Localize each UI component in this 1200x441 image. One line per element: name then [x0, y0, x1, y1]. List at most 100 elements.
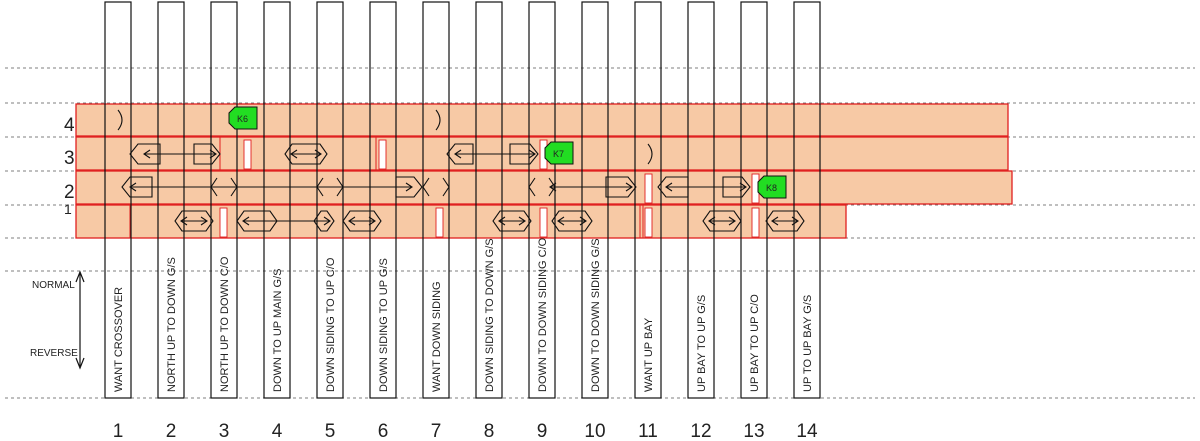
tag-k6-label: K6 [237, 114, 248, 124]
lever-label-4: DOWN TO UP MAIN G/S [272, 269, 284, 392]
band-break-2 [378, 139, 387, 170]
band-break-6 [219, 207, 228, 238]
lever-column-8 [475, 1, 503, 399]
arrow-r2-main-head-l [129, 182, 137, 192]
lever-number-4: 4 [272, 421, 283, 441]
lever-column-6 [369, 1, 397, 399]
arrow-r1-4-head-l [242, 216, 250, 226]
arrow-r2-main-head-r [405, 182, 413, 192]
lock-pieces [121, 143, 805, 232]
lever-label-2: NORTH UP TO DOWN G/S [166, 257, 178, 392]
notch-1 [117, 109, 123, 131]
arrow-r1-6-head-l [348, 216, 356, 226]
lock-r3-8b [509, 143, 539, 165]
band-break-4 [644, 173, 653, 204]
lock-r2-1a [121, 176, 153, 198]
arrow-r1-4-head-r [323, 216, 331, 226]
lever-column-9 [528, 1, 556, 399]
arrow-r1-8-head-r [518, 216, 526, 226]
lever-number-3: 3 [219, 421, 230, 441]
lock-r1-6 [342, 210, 382, 232]
lever-number-5: 5 [325, 421, 336, 441]
lever-label-9: DOWN TO DOWN SIDING C/O [537, 237, 549, 392]
arrow-r1-10-head-l [557, 216, 565, 226]
lever-number-2: 2 [166, 421, 177, 441]
lever-label-6: DOWN SIDING TO UP G/S [378, 258, 390, 392]
lever-column-1 [104, 1, 132, 399]
tag-k8-shape [757, 175, 787, 199]
hook-r2-2 [336, 177, 344, 197]
arrow-down-head [75, 357, 85, 370]
lever-label-14: UP TO UP BAY G/S [802, 295, 814, 392]
lock-r2-13 [722, 176, 751, 198]
arrow-up-head [75, 270, 85, 283]
reverse-label: REVERSE [30, 348, 78, 359]
band-break-10 [751, 207, 760, 238]
lever-column-2 [157, 1, 185, 399]
lock-r1-14 [765, 210, 805, 232]
row-label-4: 4 [64, 115, 75, 136]
lever-column-5 [316, 1, 344, 399]
row-bands [75, 103, 1013, 239]
band-row-4 [75, 103, 1009, 137]
lever-number-8: 8 [484, 421, 495, 441]
lever-number-6: 6 [378, 421, 389, 441]
arrow-r1-12-head-l [708, 216, 716, 226]
row-label-3: 3 [64, 148, 75, 169]
hook-r2-1 [230, 177, 238, 197]
lever-column-13 [740, 1, 768, 399]
lock-r1-10 [551, 210, 593, 232]
lever-column-11 [634, 1, 662, 399]
arrow-r1-14-head-l [771, 216, 779, 226]
row-label-1: 1 [64, 201, 72, 217]
tag-k7-shape [544, 141, 574, 165]
hook-r2b-4 [528, 177, 536, 197]
lever-label-8: DOWN SIDING TO DOWN G/S [484, 238, 496, 392]
lever-label-5: DOWN SIDING TO UP C/O [325, 257, 337, 392]
hook-r2-3 [442, 177, 450, 197]
row-label-2: 2 [64, 182, 75, 203]
lock-r1-4 [236, 210, 278, 232]
lock-r3-5 [284, 143, 328, 165]
lever-number-9: 9 [537, 421, 548, 441]
arrow-r1-14-head-r [791, 216, 799, 226]
notch-11 [647, 143, 653, 165]
lock-r3-1a [129, 143, 161, 165]
arrow-r3-1-head-r [209, 149, 217, 159]
arrow-r1-12-head-r [728, 216, 736, 226]
arrow-r2-10-head-l [549, 182, 557, 192]
lever-number-11: 11 [638, 421, 658, 441]
arrow-r2-12-head-l [665, 182, 673, 192]
tag-k6-shape [228, 106, 258, 130]
normal-label: NORMAL [32, 280, 75, 291]
hook-r2b-2 [316, 177, 324, 197]
lever-column-12 [687, 1, 715, 399]
hook-r2b-3 [422, 177, 430, 197]
arrow-r3-8-head-r [528, 149, 536, 159]
band-break-1 [243, 139, 252, 170]
lever-label-13: UP BAY TO UP C/O [749, 294, 761, 392]
lock-r3-8a [446, 143, 474, 165]
lock-r1-2 [174, 210, 214, 232]
arrow-r1-2-head-l [180, 216, 188, 226]
hook-r2b-1 [210, 177, 218, 197]
band-break-9 [644, 207, 653, 238]
arrow-r1-10-head-r [579, 216, 587, 226]
arrow-r2-12-head-r [739, 182, 747, 192]
tag-k7-label: K7 [553, 149, 564, 159]
lever-columns [104, 1, 821, 399]
notch-7 [435, 109, 441, 131]
lever-label-10: DOWN TO DOWN SIDING G/S [590, 238, 602, 392]
lever-label-12: UP BAY TO UP G/S [696, 295, 708, 392]
arrow-r3-5-head-r [314, 149, 322, 159]
tag-k8-label: K8 [766, 183, 777, 193]
lock-r2-6 [395, 176, 423, 198]
lock-r1-12 [702, 210, 742, 232]
lever-column-14 [793, 1, 821, 399]
band-break-7 [435, 207, 444, 238]
lever-number-12: 12 [690, 421, 711, 441]
arrow-r1-6-head-r [368, 216, 376, 226]
